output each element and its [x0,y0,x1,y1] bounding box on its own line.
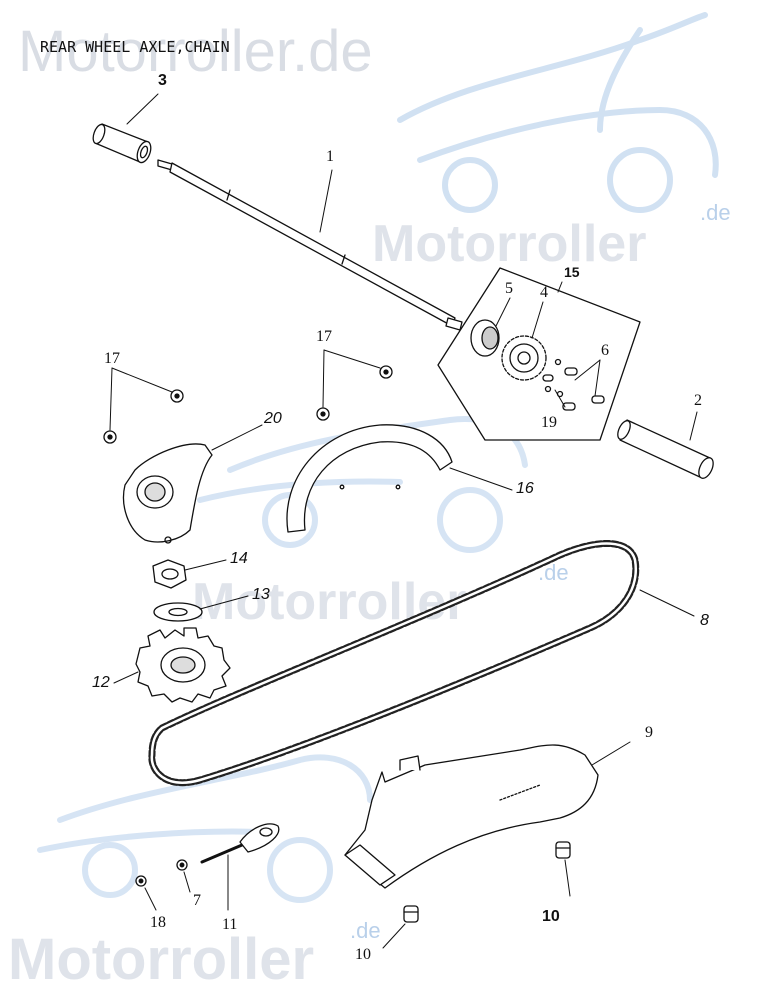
callout-5: 5 [505,280,513,297]
part-20-sprocket-cover [122,443,213,544]
watermark-bottom: Motorroller [8,927,315,992]
callout-11: 11 [222,916,238,933]
watermark-center: Motorroller [192,573,467,631]
watermark-scooter-logo-bottom [37,754,373,903]
callout-3: 3 [158,72,167,89]
callout-8: 8 [700,612,709,629]
callout-20: 20 [264,410,282,427]
diagram-title: REAR WHEEL AXLE,CHAIN [40,38,230,56]
callout-10a: 10 [542,908,560,925]
part-17-nut-c [379,365,393,379]
callout-17b: 17 [316,328,332,345]
part-16-chain-guard [286,424,453,533]
callout-2: 2 [694,392,702,409]
part-8-chain [148,540,640,787]
watermark-scooter-logo-top [397,12,719,213]
watermark-mid: Motorroller [372,215,647,273]
part-10-bolt-b [403,905,419,923]
callout-1: 1 [326,148,334,165]
callout-9: 9 [645,724,653,741]
watermark-mid-suffix: .de [700,200,731,225]
part-2-shaft [617,419,714,479]
part-18-nut [135,875,147,887]
callout-13: 13 [252,586,270,603]
callout-16: 16 [516,480,534,497]
part-14-nut [152,559,187,589]
part-17-nut-b [103,430,117,444]
callout-7: 7 [193,892,201,909]
part-9-chain-case [344,744,599,889]
part-13-washer [153,602,203,622]
part-4-sprocket [501,335,547,381]
part-5-hub [470,319,500,357]
part-6-bolts [542,367,605,411]
part-3-spacer [92,123,152,164]
part-12-drive-sprocket [135,627,231,703]
callout-15: 15 [564,264,580,280]
callout-10b: 10 [355,946,371,963]
callout-12: 12 [92,674,110,691]
callout-14: 14 [230,550,248,567]
callout-18: 18 [150,914,166,931]
callout-4: 4 [540,284,548,301]
part-1-axle [157,159,463,331]
leader-lines [109,93,698,949]
part-11-adjuster-bolt [200,823,280,864]
part-17-nut-a [170,389,184,403]
callout-19: 19 [541,414,557,431]
callout-6: 6 [601,342,609,359]
watermark-bottom-suffix: .de [350,918,381,943]
callout-17a: 17 [104,350,120,367]
part-10-bolt-a [555,841,571,859]
part-7-nut [176,859,188,871]
watermark-top: Motorroller.de [18,19,373,84]
part-17-nut-d [316,407,330,421]
